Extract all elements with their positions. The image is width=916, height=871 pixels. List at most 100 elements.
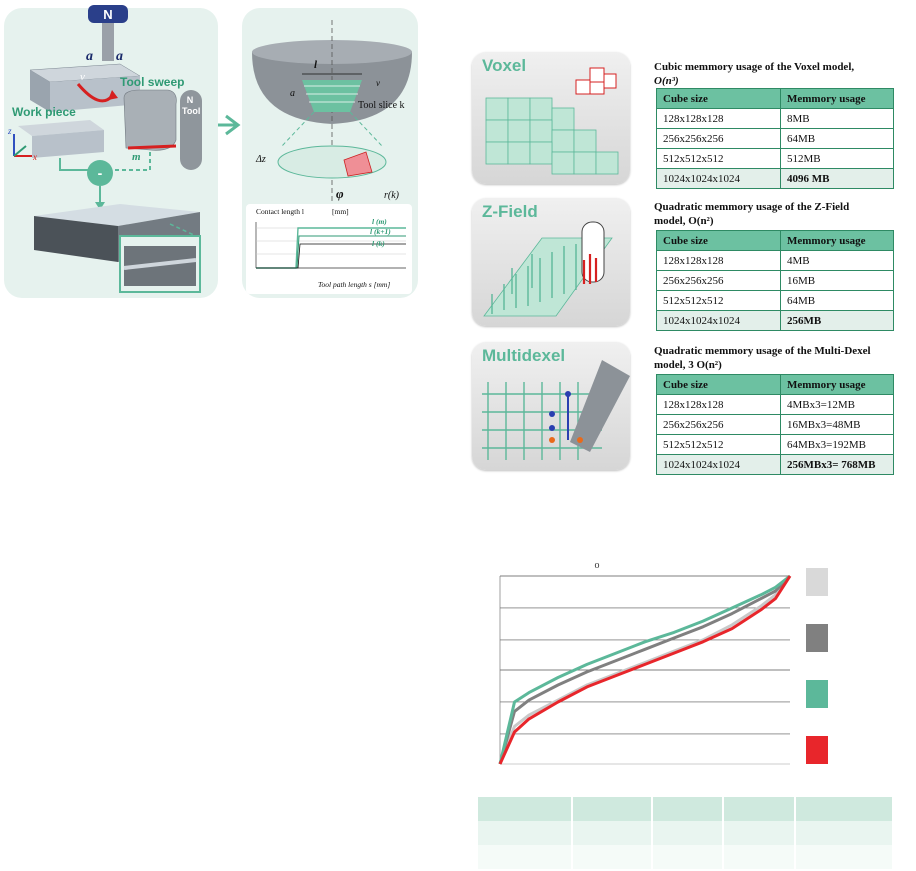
- voxel-row-4-size: 1024x1024x1024: [656, 168, 781, 189]
- voxel-row-2-mem: 64MB: [780, 128, 894, 149]
- legend-lcp-k1: l (k+1): [370, 227, 391, 236]
- multidexel-row-3-mem: 64MBx3=192MB: [780, 434, 894, 455]
- multidexel-row-2-mem: 16MBx3=48MB: [780, 414, 894, 435]
- spindle-label: N: [103, 7, 112, 22]
- vc-label-left: v: [80, 71, 85, 83]
- legend-lcp-k: l (k): [372, 239, 385, 248]
- zfield-table-title: Quadratic memmory usage of the Z-Field m…: [654, 200, 904, 228]
- results-row-1-cell-3: [651, 821, 725, 845]
- contact-line: [127, 144, 177, 150]
- ap-label: a: [86, 49, 93, 64]
- voxel-illustration: [485, 67, 619, 175]
- voxel-header-cube: Cube size: [656, 88, 781, 109]
- lcp-label: l: [314, 59, 318, 71]
- multidexel-row-4-size: 1024x1024x1024: [656, 454, 781, 475]
- result-top-face: [34, 204, 200, 226]
- zfield-table-title-line2: model, O(n²): [654, 215, 714, 227]
- results-row-2-cell-1: [478, 845, 573, 869]
- multidexel-row-1-size: 128x128x128: [656, 394, 781, 415]
- projection-right: [349, 111, 383, 147]
- sweep-arrow-head: [108, 90, 118, 100]
- results-row-2-cell-3: [651, 845, 725, 869]
- zfield-label: Z-Field: [482, 202, 538, 221]
- results-row-2-cell-2: [571, 845, 653, 869]
- chart-series-line-1: [498, 575, 792, 765]
- tool-cylinder: [180, 90, 202, 170]
- r-label: r(k): [384, 190, 400, 201]
- zoom-connector: [169, 223, 197, 237]
- spindle-head: [88, 5, 128, 23]
- stock-front-face: [50, 76, 140, 112]
- voxel-table-title-line1: Cubic memmory usage of the Voxel model,: [654, 61, 855, 73]
- zfield-table-title-line1: Quadratic memmory usage of the Z-Field: [654, 201, 850, 213]
- multidexel-row-3-size: 512x512x512: [656, 434, 781, 455]
- zfield-row-1-size: 128x128x128: [656, 250, 781, 271]
- ae-label: a: [116, 49, 123, 64]
- tool-n-label: N: [187, 95, 194, 105]
- zfield-card: Z-Field: [472, 198, 630, 326]
- workpiece-top-face: [18, 120, 104, 136]
- comparison-chart-grid: [499, 575, 790, 765]
- voxel-row-2-size: 256x256x256: [656, 128, 781, 149]
- results-row-1-cell-1: [478, 821, 573, 845]
- results-row-1-cell-4: [723, 821, 797, 845]
- contact-chart-title-unit: [mm]: [332, 207, 349, 216]
- connector-arrow: [95, 202, 105, 210]
- zfield-header-memory: Memmory usage: [780, 230, 894, 251]
- workpiece-front-face: [32, 130, 104, 158]
- stock-side-face: [30, 70, 50, 112]
- multidexel-table-title: Quadratic memmory usage of the Multi-Dex…: [654, 344, 904, 372]
- contact-line-k: [256, 243, 406, 269]
- minus-label: -: [98, 165, 103, 181]
- results-header-cell-3: [651, 797, 725, 821]
- voxel-row-1-size: 128x128x128: [656, 108, 781, 129]
- comparison-chart-series: [498, 574, 792, 765]
- connector-right: [110, 152, 151, 171]
- multidexel-table-title-line2: model, 3 O(n²): [654, 359, 722, 371]
- contact-chart-title: Contact length l: [256, 207, 304, 216]
- voxel-table-title: Cubic memmory usage of the Voxel model, …: [654, 60, 904, 88]
- phi-label: φ: [336, 186, 344, 201]
- results-header-cell-1: [478, 797, 573, 821]
- minus-circle: [87, 160, 113, 186]
- voxel-row-3-size: 512x512x512: [656, 148, 781, 169]
- tool-sweep-shape: [123, 89, 177, 151]
- y-axis: [13, 145, 27, 157]
- voxel-card: Voxel: [472, 52, 630, 184]
- multidexel-row-4-mem: 256MBx3= 768MB: [780, 454, 894, 475]
- multidexel-label: Multidexel: [482, 346, 566, 365]
- tool-slice-label: Tool slice k: [358, 100, 405, 111]
- results-header-cell-4: [723, 797, 797, 821]
- multidexel-header-cube: Cube size: [656, 374, 781, 395]
- voxel-row-4-mem: 4096 MB: [780, 168, 894, 189]
- legend-swatch-4: [806, 736, 828, 764]
- chart-series-line-2: [498, 574, 792, 765]
- chart-series-line-4: [498, 575, 792, 765]
- contact-chart-xlabel: Tool path length s [mm]: [318, 280, 390, 289]
- projection-left: [281, 111, 315, 147]
- multidexel-illustration: [482, 360, 630, 460]
- zfield-header-cube: Cube size: [656, 230, 781, 251]
- zfield-row-2-mem: 16MB: [780, 270, 894, 291]
- zfield-row-4-mem: 256MB: [780, 310, 894, 331]
- vc-label-middle: v: [376, 78, 380, 88]
- legend-swatch-3: [806, 680, 828, 708]
- work-piece-label: Work piece: [12, 105, 76, 119]
- m-label: m: [132, 151, 141, 163]
- voxel-label: Voxel: [482, 56, 527, 75]
- results-table: [478, 797, 894, 869]
- legend-swatch-1: [806, 568, 828, 596]
- voxel-table-title-line2: O(n³): [654, 75, 679, 87]
- results-row-2-cell-4: [723, 845, 797, 869]
- multidexel-card: Multidexel: [472, 342, 630, 470]
- multidexel-row-1-mem: 4MBx3=12MB: [780, 394, 894, 415]
- engagement-cone: [302, 80, 362, 112]
- results-header-cell-2: [571, 797, 653, 821]
